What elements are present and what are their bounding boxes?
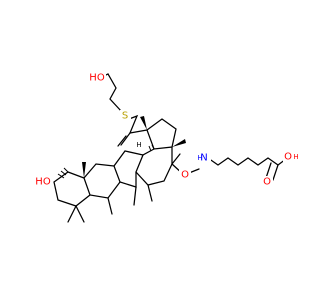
amide-hydrogen-label: H	[197, 154, 202, 162]
acid-carbonyl-oxygen-label: O	[263, 177, 271, 188]
wedge-bond	[82, 162, 86, 178]
hash-bond	[148, 144, 155, 152]
hydroxyl-label-top: HO	[89, 73, 105, 84]
wedge-bond	[140, 116, 147, 130]
molecule-structure: HO S HO H N H O O H O	[35, 72, 299, 223]
amide-nitrogen-label: N	[200, 153, 207, 164]
hash-bond	[57, 167, 69, 179]
sulfur-label: S	[122, 111, 128, 122]
acid-hydroxyl-hydrogen-label: H	[293, 153, 298, 161]
bonds	[53, 73, 287, 223]
atom-labels: HO S HO H N H O O H O	[35, 72, 299, 188]
stereo-wedges	[57, 116, 186, 179]
amide-oxygen-label: O	[181, 170, 189, 181]
stereo-hydrogen-label: H	[136, 141, 141, 149]
acid-hydroxyl-oxygen-label: O	[284, 152, 292, 163]
hydroxyl-label-left: HO	[35, 177, 51, 188]
wedge-bond	[172, 139, 186, 147]
